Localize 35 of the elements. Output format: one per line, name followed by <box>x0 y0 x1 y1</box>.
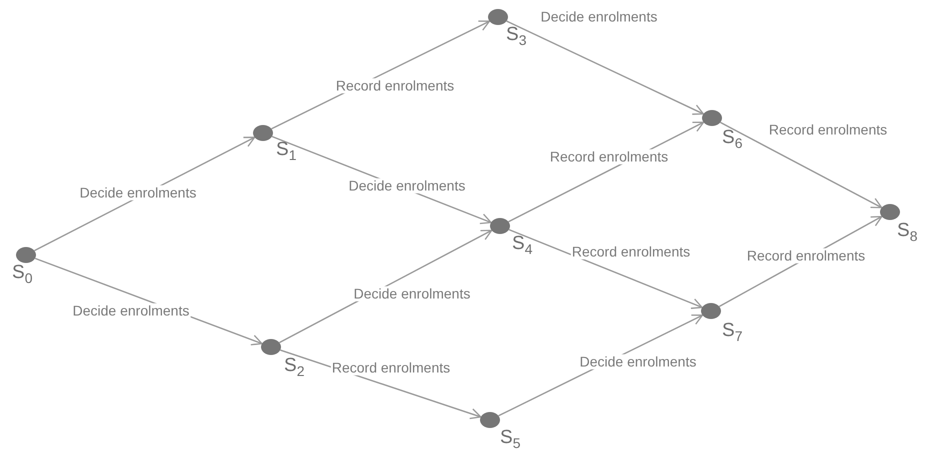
edge-label: Record enrolments <box>330 360 452 376</box>
arrow <box>506 20 704 115</box>
state-label: S$_{2}$ <box>284 356 304 378</box>
edge-label: Decide enrolments <box>578 354 698 370</box>
arrow <box>720 122 882 208</box>
state-label: S$_{0}$ <box>12 263 32 285</box>
arrow <box>508 228 703 309</box>
state-circle <box>253 125 273 141</box>
edge-label: Decide enrolments <box>78 185 198 201</box>
state-label: S$_{3}$ <box>506 25 526 47</box>
state-circle <box>480 412 500 428</box>
state-label: S$_{4}$ <box>512 234 532 256</box>
edge-label: Record enrolments <box>768 122 888 138</box>
edge-label: Record enrolments <box>570 244 692 260</box>
edge-label: Decide enrolments <box>348 178 466 194</box>
arrow <box>34 136 256 252</box>
state-circle <box>702 110 722 126</box>
state-label: S$_{8}$ <box>897 221 918 243</box>
state-circle <box>16 247 36 263</box>
state-circle <box>880 204 900 220</box>
state-circle <box>490 218 510 234</box>
state-label: S$_{5}$ <box>500 428 520 450</box>
edge-label: Record enrolments <box>334 78 456 94</box>
edge-label: Record enrolments <box>746 248 866 264</box>
state-circle <box>488 9 508 25</box>
state-circle <box>701 303 721 319</box>
edge-label: Record enrolments <box>548 149 670 165</box>
arrow <box>280 349 482 420</box>
edge-label: Decide enrolments <box>352 286 472 302</box>
edge-label: Decide enrolments <box>540 9 658 25</box>
state-label: S$_{7}$ <box>722 321 742 343</box>
state-label: S$_{6}$ <box>722 128 742 150</box>
state-circle <box>261 339 281 355</box>
state-label: S$_{1}$ <box>276 140 296 162</box>
edge-label: Decide enrolments <box>72 303 190 319</box>
